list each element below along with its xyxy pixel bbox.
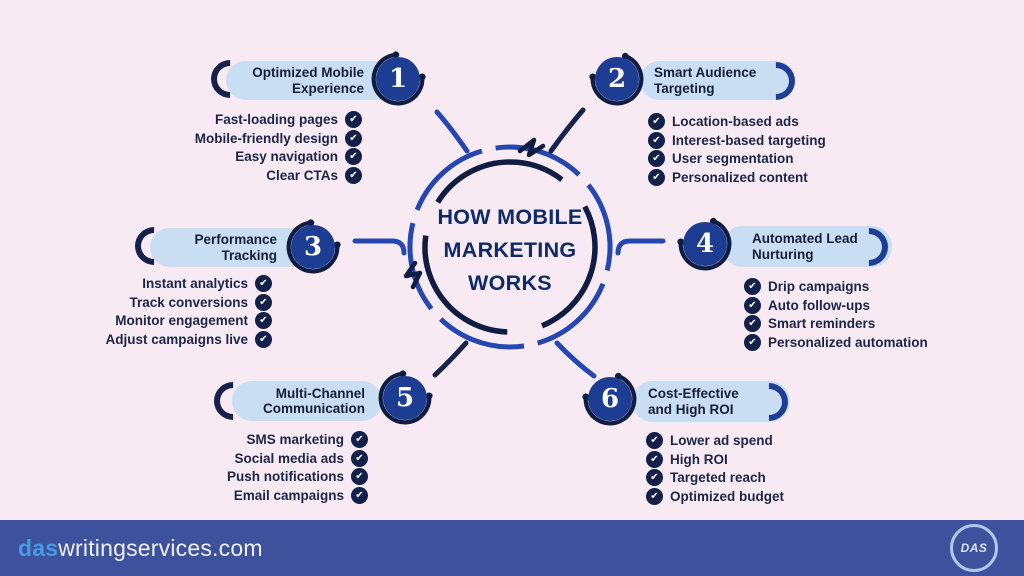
list-item: Instant analytics✔ [40,274,272,293]
section-title-pill: Performance Tracking [150,228,313,267]
step-number: 6 [588,377,632,421]
section-title-pill: Optimized Mobile Experience [226,61,402,100]
list-item: Push notifications✔ [136,467,368,486]
badge-ring [371,51,426,106]
step-number-badge: 1 [369,50,427,108]
checklist: ✔Drip campaigns ✔Auto follow-ups ✔Smart … [744,277,928,352]
list-item: Monitor engagement✔ [40,311,272,330]
check-icon: ✔ [255,293,272,311]
arrow-to-step-5 [432,340,469,378]
step-number-badge: 3 [284,218,342,276]
arrow-to-step-2 [548,107,586,154]
list-item: ✔Optimized budget [646,487,784,506]
check-icon: ✔ [646,450,663,468]
section-title: Smart Audience Targeting [654,65,757,96]
list-item: Email campaigns✔ [136,486,368,505]
check-icon: ✔ [744,277,761,295]
list-item: ✔Targeted reach [646,468,784,487]
list-item: ✔Location-based ads [648,112,826,131]
arrow-to-step-3 [352,238,407,256]
section-title-pill: Automated Lead Nurturing [722,226,892,267]
check-icon: ✔ [345,166,362,184]
brand-suffix: writingservices.com [58,534,263,561]
step-number: 1 [376,57,420,101]
checklist: ✔Location-based ads ✔Interest-based targ… [648,112,826,187]
list-item: ✔Personalized content [648,168,826,187]
step-number: 2 [595,57,639,101]
check-icon: ✔ [345,110,362,128]
check-icon: ✔ [648,168,665,186]
list-item: Clear CTAs✔ [130,166,362,185]
check-icon: ✔ [648,150,665,168]
check-icon: ✔ [345,129,362,147]
step-number-badge: 4 [676,215,734,273]
step-number: 4 [683,222,727,266]
check-icon: ✔ [744,315,761,333]
list-item: Fast-loading pages✔ [130,110,362,129]
center-rings [403,137,613,350]
check-icon: ✔ [351,468,368,486]
check-icon: ✔ [255,330,272,348]
check-icon: ✔ [646,469,663,487]
check-icon: ✔ [646,487,663,505]
list-item: ✔Smart reminders [744,314,928,333]
section-title-pill: Smart Audience Targeting [640,61,795,100]
section-title-pill: Multi-Channel Communication [232,381,382,421]
checklist: Fast-loading pages✔ Mobile-friendly desi… [130,110,362,185]
ring-notch [403,260,423,290]
check-icon: ✔ [744,296,761,314]
footer-bar: daswritingservices.com DAS [0,520,1024,576]
brand-prefix: das [18,534,59,561]
section-title: Cost-Effective and High ROI [648,386,739,417]
check-icon: ✔ [255,312,272,330]
list-item: Adjust campaigns live✔ [40,330,272,349]
list-item: Social media ads✔ [136,449,368,468]
list-item: Track conversions✔ [40,293,272,312]
checklist: Instant analytics✔ Track conversions✔ Mo… [40,274,272,349]
check-icon: ✔ [744,333,761,351]
step-number-badge: 2 [588,50,646,108]
checklist: SMS marketing✔ Social media ads✔ Push no… [136,430,368,505]
checklist: ✔Lower ad spend ✔High ROI ✔Targeted reac… [646,431,784,506]
list-item: ✔High ROI [646,450,784,469]
step-number-badge: 5 [376,369,434,427]
section-title: Performance Tracking [194,232,277,263]
list-item: ✔Auto follow-ups [744,296,928,315]
logo-text: DAS [960,541,988,555]
check-icon: ✔ [351,449,368,467]
website-url: daswritingservices.com [18,535,263,562]
badge-ring [286,219,341,274]
check-icon: ✔ [255,274,272,292]
list-item: ✔Interest-based targeting [648,131,826,150]
check-icon: ✔ [648,131,665,149]
check-icon: ✔ [648,112,665,130]
das-logo-icon: DAS [950,524,998,572]
list-item: ✔Drip campaigns [744,277,928,296]
check-icon: ✔ [351,430,368,448]
section-title: Multi-Channel Communication [262,385,365,417]
check-icon: ✔ [345,148,362,166]
list-item: ✔Lower ad spend [646,431,784,450]
check-icon: ✔ [351,486,368,504]
step-number: 5 [383,376,427,420]
list-item: Easy navigation✔ [130,147,362,166]
list-item: SMS marketing✔ [136,430,368,449]
section-title: Optimized Mobile Experience [252,65,364,96]
badge-ring [378,370,433,425]
page-title: HOW MOBILE MARKETING WORKS [437,205,583,295]
arrow-to-step-4 [615,238,666,256]
section-title: Automated Lead Nurturing [752,231,858,262]
list-item: Mobile-friendly design✔ [130,129,362,148]
check-icon: ✔ [646,431,663,449]
arrow-to-step-6 [554,340,597,379]
step-number: 3 [291,225,335,269]
arrow-to-step-1 [434,109,470,154]
list-item: ✔Personalized automation [744,333,928,352]
step-number-badge: 6 [581,370,639,428]
section-title-pill: Cost-Effective and High ROI [632,381,790,422]
list-item: ✔User segmentation [648,149,826,168]
ring-notch [517,137,546,158]
